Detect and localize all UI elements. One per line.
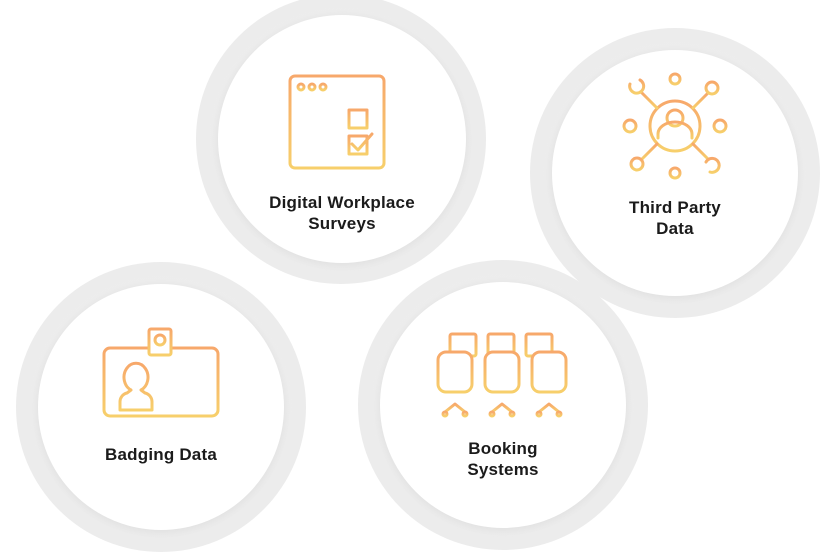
browser-survey-icon	[288, 74, 386, 170]
office-chairs-icon	[428, 332, 576, 418]
label-booking-systems: Booking Systems	[380, 438, 626, 480]
label-badging-data: Badging Data	[38, 444, 284, 465]
label-line: Surveys	[308, 214, 376, 233]
label-line: Booking	[468, 439, 538, 458]
label-line: Digital Workplace	[269, 193, 415, 212]
id-badge-icon	[102, 327, 220, 418]
label-line: Third Party	[629, 198, 721, 217]
label-digital-workplace-surveys: Digital Workplace Surveys	[218, 192, 466, 234]
label-line: Systems	[467, 460, 539, 479]
circle-digital-workplace-surveys	[218, 15, 466, 263]
label-line: Data	[656, 219, 694, 238]
network-user-icon	[622, 72, 728, 180]
label-third-party-data: Third Party Data	[552, 197, 798, 239]
label-line: Badging Data	[105, 445, 217, 464]
